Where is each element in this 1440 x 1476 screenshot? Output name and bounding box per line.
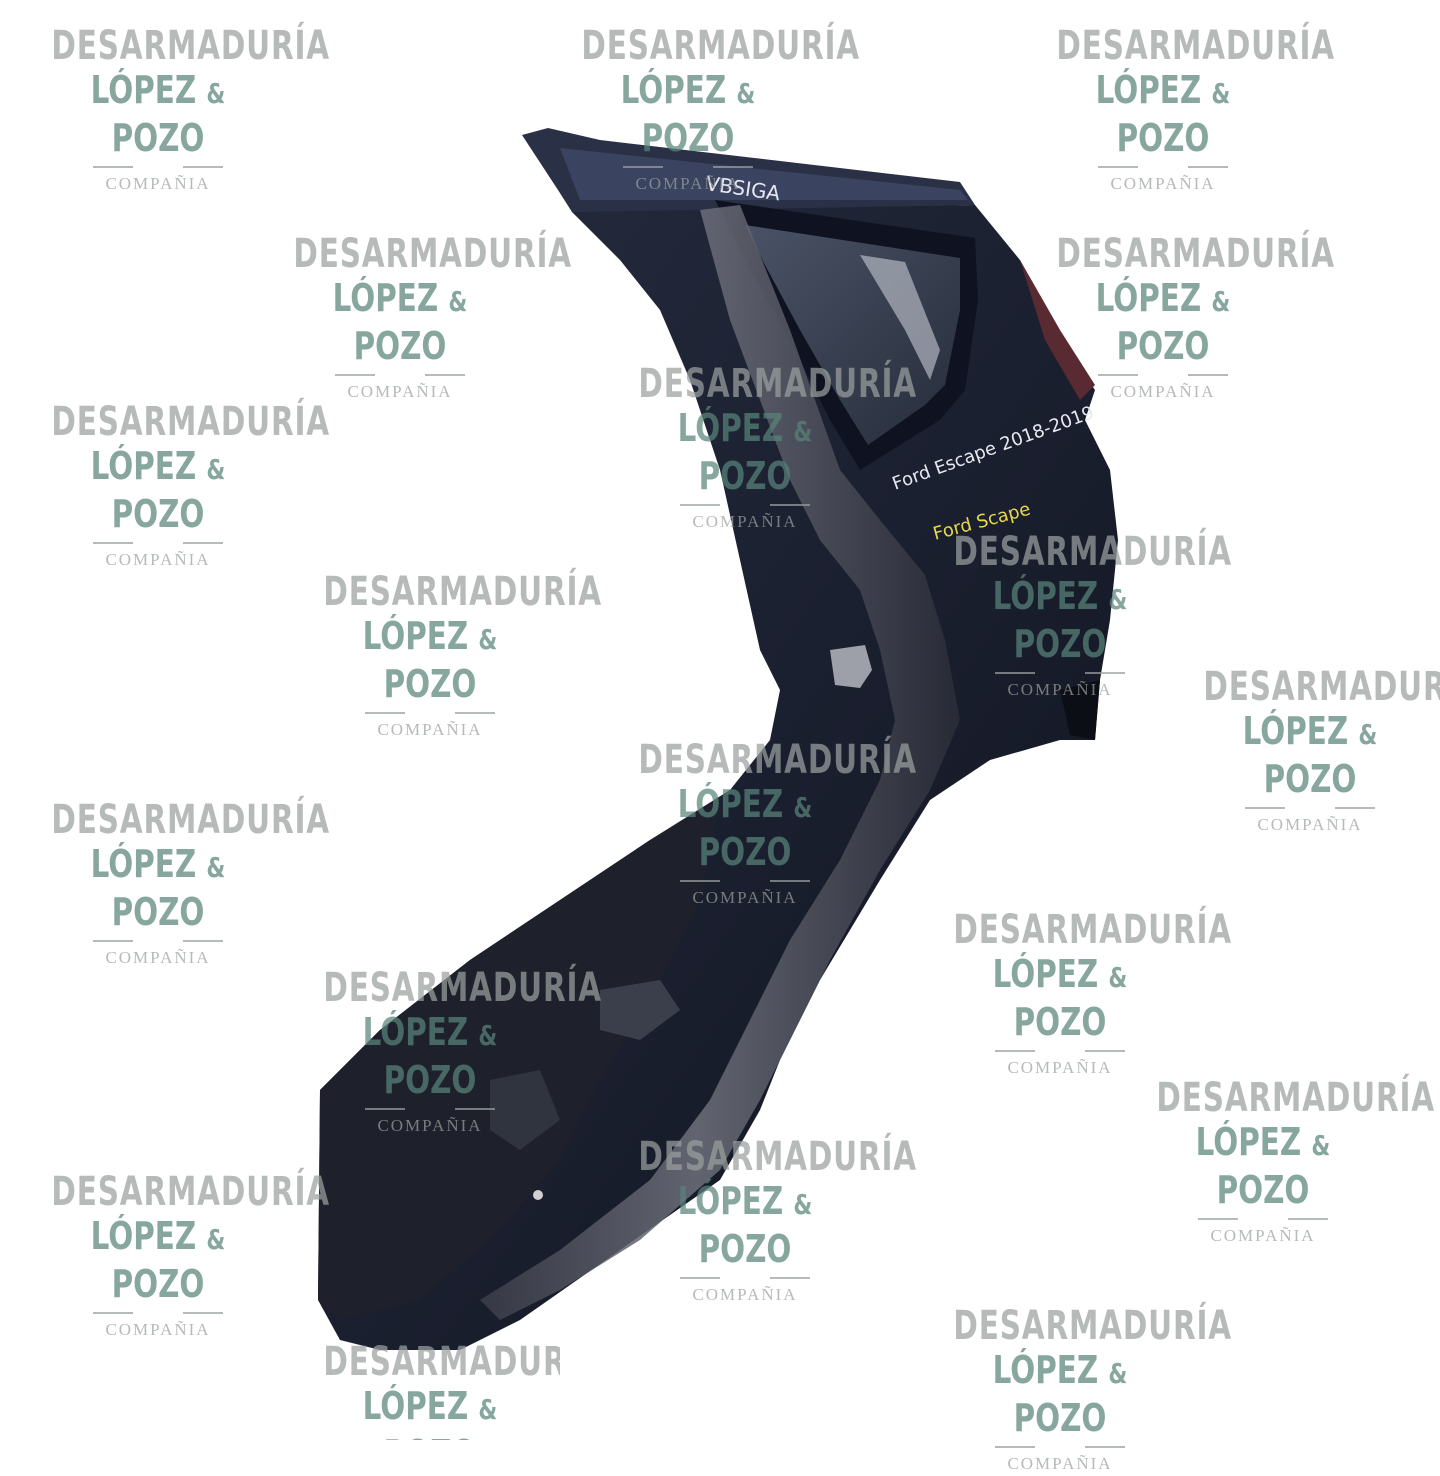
quarter-panel-image: VBSIGA Ford Escape 2018-2019 Ford Scape: [318, 128, 1118, 1350]
pillar-flange: [480, 205, 960, 1320]
watermark-line3: COMPAÑIA: [1007, 1454, 1113, 1473]
product-photo: VBSIGA Ford Escape 2018-2019 Ford Scape …: [51, 24, 1440, 1473]
inner-structure: [318, 800, 720, 1320]
watermark-separator: [995, 1442, 1125, 1452]
hinge-bracket: [830, 645, 872, 688]
tail-edge: [1020, 260, 1095, 400]
